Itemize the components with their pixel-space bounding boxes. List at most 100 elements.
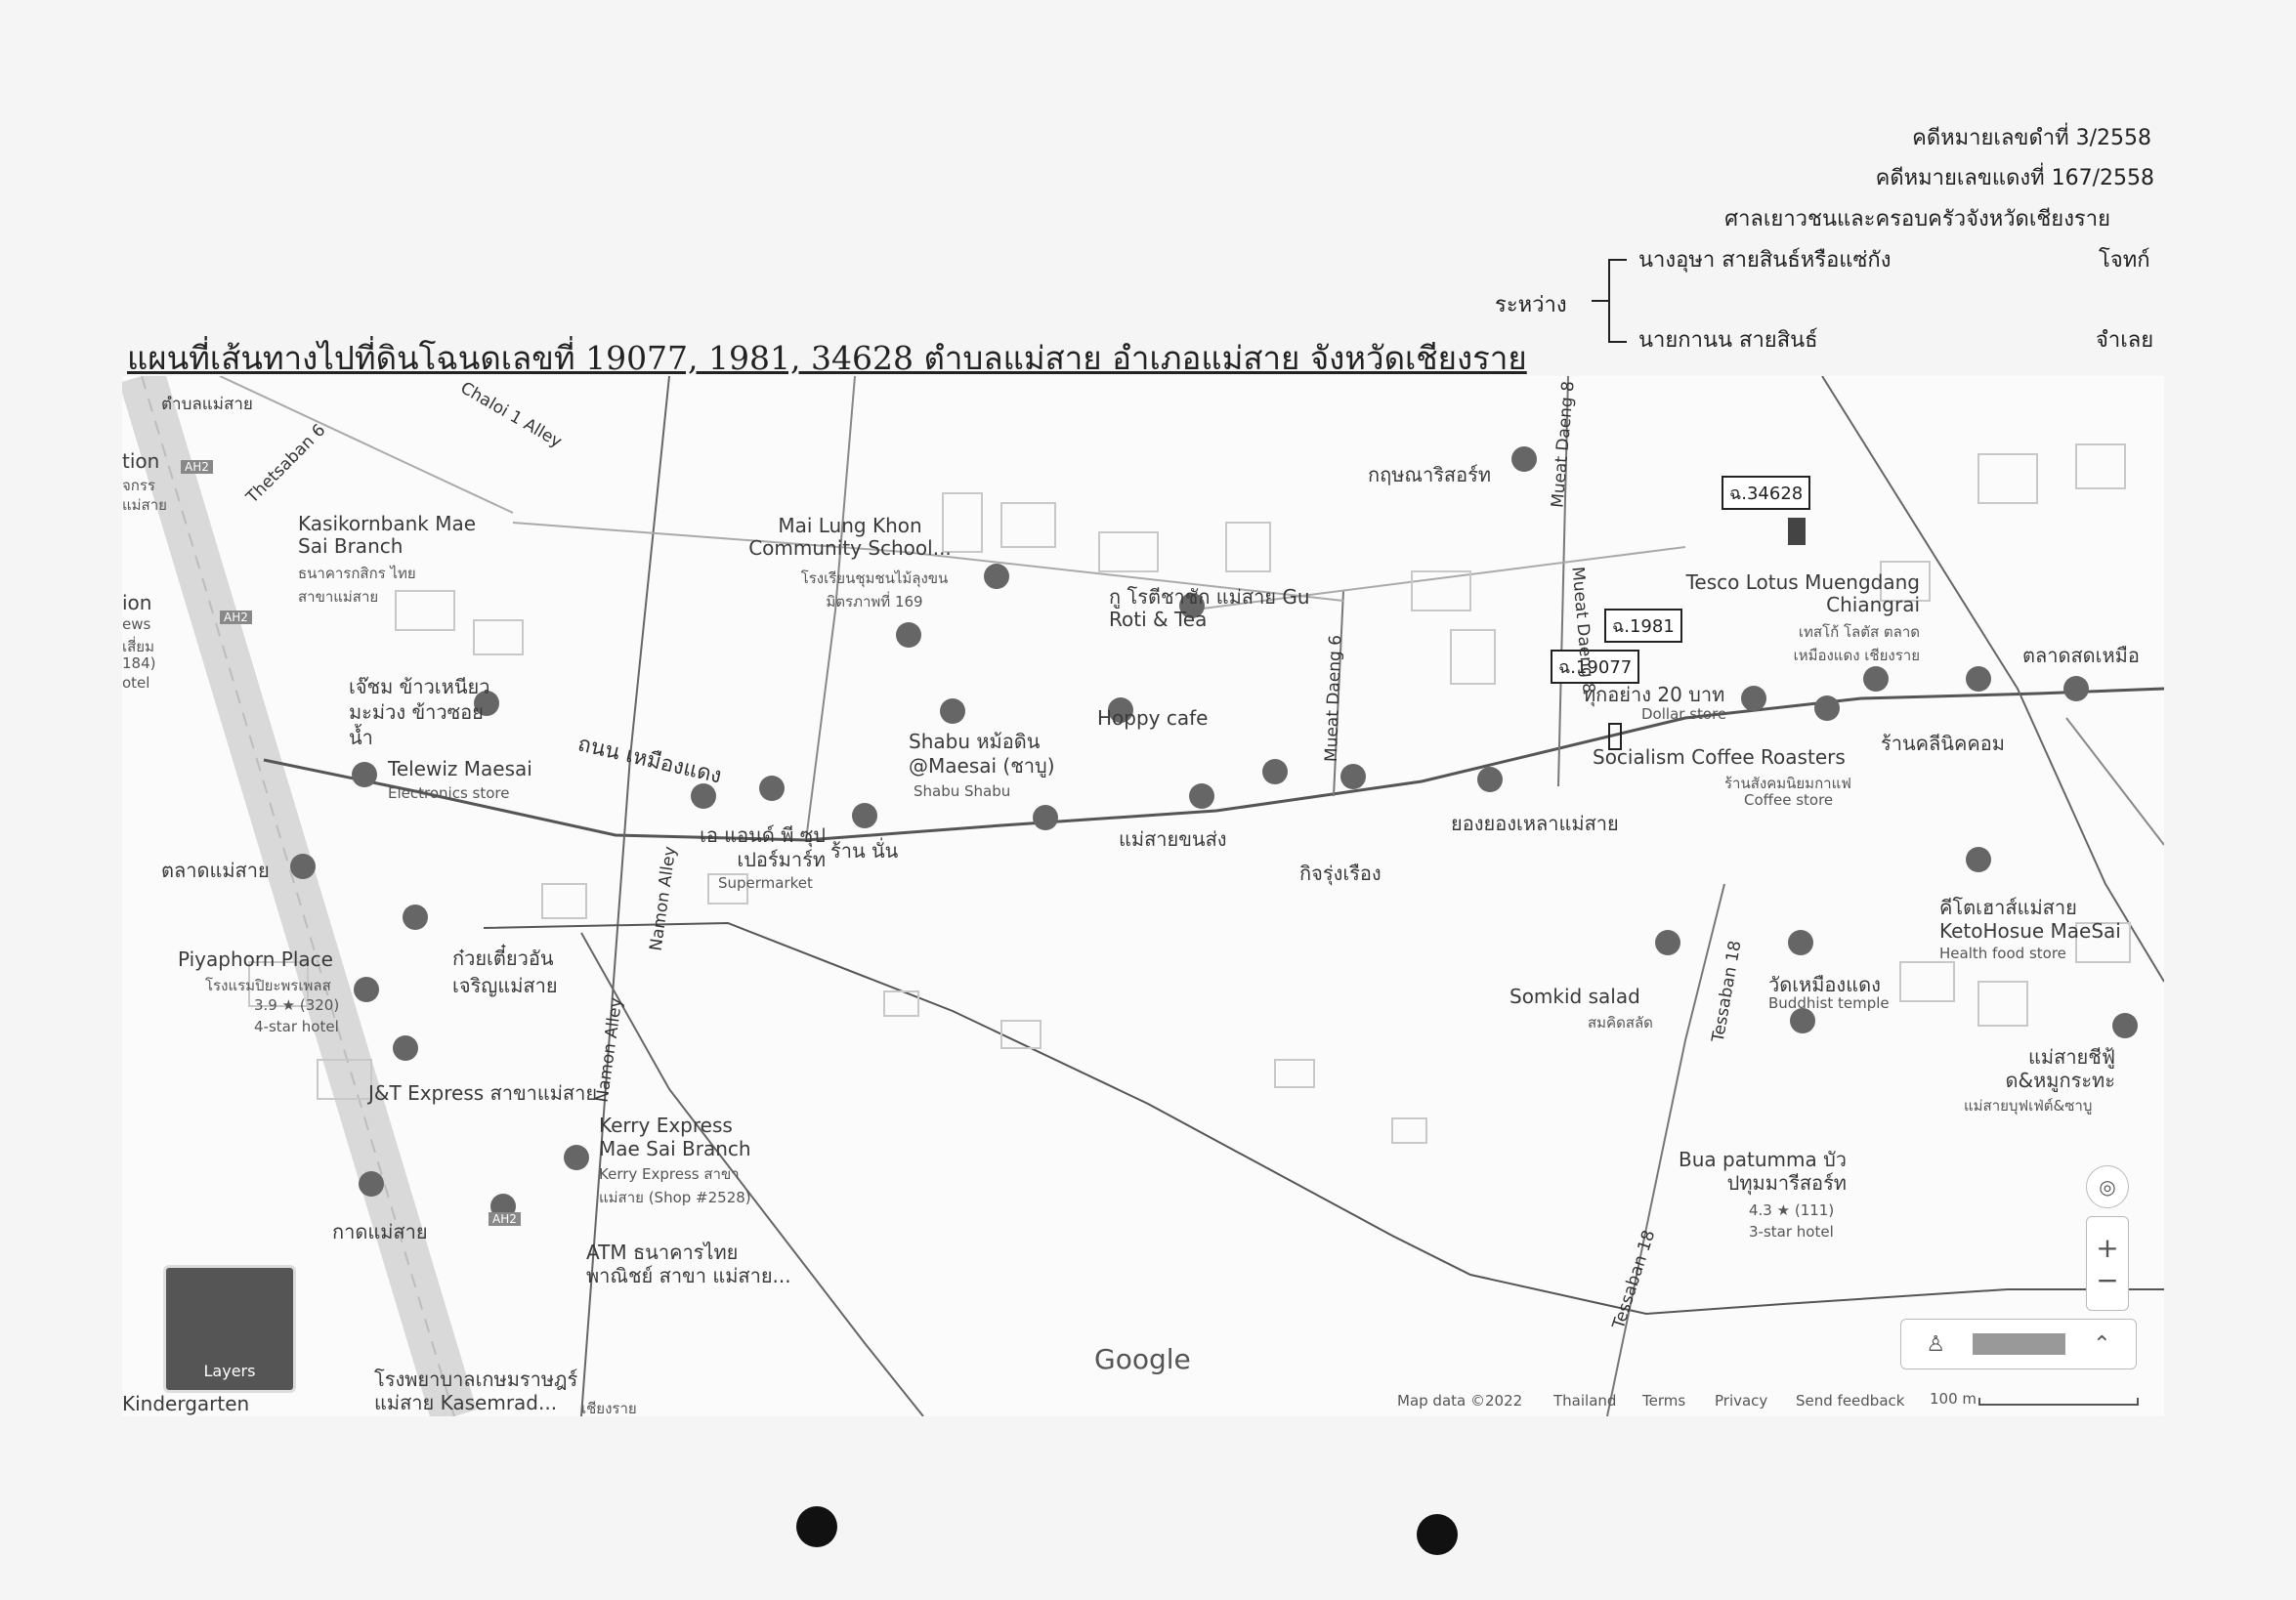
place-mai-lung-khon[interactable]: Mai Lung Khon Community School... — [748, 514, 952, 560]
street-view-bar: ♙ ⌃ — [1900, 1319, 2137, 1369]
footer-country[interactable]: Thailand — [1553, 1392, 1617, 1410]
my-location-button[interactable]: ◎ — [2086, 1165, 2129, 1208]
footer-feedback[interactable]: Send feedback — [1796, 1392, 1905, 1410]
layers-button[interactable]: Layers — [163, 1265, 296, 1393]
building-footprints — [248, 443, 2131, 1144]
between-label: ระหว่าง — [1495, 293, 1567, 317]
court-name: ศาลเยาวชนและครอบครัวจังหวัดเชียงราย — [1724, 207, 2110, 232]
parcel-label-19077: ฉ.19077 — [1551, 650, 1640, 684]
punch-hole-left — [796, 1506, 837, 1547]
plaintiff-role: โจทก์ — [2099, 248, 2150, 273]
place-piyaphorn-th: โรงแรมปิยะพรเพลส — [205, 977, 331, 994]
footer-privacy[interactable]: Privacy — [1715, 1392, 1768, 1410]
pegman-icon[interactable]: ♙ — [1926, 1331, 1946, 1357]
place-jekchom[interactable]: เจ๊ชม ข้าวเหนียว มะม่วง ข้าวซอยน้ำ — [349, 675, 490, 749]
footer-scale-label: 100 m — [1930, 1390, 1977, 1408]
place-maesai-buffet-th: แม่สายบุฟเฟ่ต์&ซาบู — [1964, 1097, 2093, 1115]
place-kasemrad-hospital[interactable]: โรงพยาบาลเกษมราษฎร์ แม่สาย Kasemrad... — [374, 1368, 578, 1414]
scale-bar — [1978, 1398, 2139, 1406]
left-fragment-7: 184) — [122, 654, 156, 672]
highway-shield-1: AH2 — [181, 460, 213, 474]
left-fragment-5: ews — [122, 615, 151, 633]
zoom-in-button[interactable]: + — [2096, 1231, 2119, 1264]
location-icon: ◎ — [2099, 1175, 2116, 1199]
place-bua-patumma[interactable]: Bua patumma บัว ปทุมมารีสอร์ท — [1679, 1148, 1847, 1195]
place-jt-express[interactable]: J&T Express สาขาแม่สาย — [368, 1081, 598, 1105]
defendant-role: จำเลย — [2096, 328, 2154, 353]
place-bua-class: 3-star hotel — [1749, 1223, 1834, 1241]
place-kat-maesai[interactable]: กาดแม่สาย — [332, 1220, 428, 1243]
place-kukrit-resort[interactable]: กฤษณาริสอร์ท — [1368, 463, 1492, 486]
tessaban-road — [1606, 883, 1725, 1416]
left-fragment-2: จกรร — [122, 477, 155, 494]
place-tesco-lotus-th: เทสโก้ โลตัส ตลาด เหมืองแดง เชียงราย — [1793, 623, 1920, 664]
place-kindergarten[interactable]: Kindergarten — [122, 1392, 250, 1415]
stream-line — [580, 932, 924, 1416]
black-case-number: คดีหมายเลขดำที่ 3/2558 — [1912, 126, 2151, 150]
place-kitcharoen[interactable]: กิจรุ่งเรือง — [1299, 862, 1382, 885]
place-shabu[interactable]: Shabu หม้อดิน @Maesai (ชาบู) — [909, 730, 1055, 778]
expand-button[interactable]: ⌃ — [2093, 1331, 2111, 1357]
place-pins — [290, 446, 2138, 1219]
place-chiangrai-cut: เชียงราย — [581, 1400, 637, 1416]
place-kleenic-com[interactable]: ร้านคลีนิคคอม — [1881, 732, 2005, 755]
place-keto-house[interactable]: คีโตเฮาส์แม่สาย KetoHosue MaeSai — [1939, 896, 2121, 943]
layers-label: Layers — [203, 1362, 256, 1380]
footer-terms[interactable]: Terms — [1642, 1392, 1686, 1410]
place-kuaytiao[interactable]: ก๋วยเตี๋ยวอัน เจริญแม่สาย — [452, 947, 558, 997]
zoom-control: + − — [2086, 1216, 2129, 1311]
imagery-thumbnails[interactable] — [1973, 1333, 2066, 1355]
place-telewiz[interactable]: Telewiz Maesai — [388, 757, 532, 780]
place-maesai-buffet[interactable]: แม่สายชีฟู้ ด&หมูกระทะ — [2005, 1045, 2115, 1092]
place-health-food: Health food store — [1939, 945, 2066, 962]
punch-hole-right — [1417, 1514, 1458, 1555]
plaintiff-name: นางอุษา สายสินธ์หรือแซ่กัง — [1638, 248, 1892, 273]
place-coffee-store: Coffee store — [1744, 791, 1834, 809]
place-talat-maesai[interactable]: ตลาดแม่สาย — [161, 859, 270, 882]
left-fragment-6: เสี่ยม — [122, 638, 154, 655]
party-bracket — [1592, 259, 1627, 343]
parcel-19077-block — [1608, 723, 1622, 750]
place-a-and-p[interactable]: เอ แอนด์ พี ซุปเปอร์มาร์ท — [700, 823, 826, 871]
place-piyaphorn-class: 4-star hotel — [254, 1018, 339, 1035]
left-fragment-4: ion — [122, 591, 152, 614]
place-supermarket: Supermarket — [718, 874, 813, 892]
footer-map-data: Map data ©2022 — [1397, 1392, 1523, 1410]
place-wat-muang-daeng[interactable]: วัดเหมืองแดง — [1768, 973, 1881, 996]
place-everything-20[interactable]: ทุกอย่าง 20 บาท — [1583, 683, 1725, 706]
map-title: แผนที่เส้นทางไปที่ดินโฉนดเลขที่ 19077, 1… — [127, 339, 1527, 377]
left-fragment-1: tion — [122, 449, 160, 473]
place-talat-sot[interactable]: ตลาดสดเหมือ — [2022, 644, 2140, 667]
left-fragment-8: otel — [122, 674, 150, 692]
place-somkid-th: สมคิดสลัด — [1588, 1014, 1653, 1032]
place-gu-roti[interactable]: กู โรตีชาชัก แม่สาย Gu Roti & Tea — [1109, 585, 1310, 631]
place-kerry-express[interactable]: Kerry Express Mae Sai Branch — [599, 1114, 751, 1160]
place-tesco-lotus[interactable]: Tesco Lotus Muengdang Chiangrai — [1685, 570, 1920, 616]
zoom-out-button[interactable]: − — [2096, 1263, 2119, 1296]
place-dollar-store: Dollar store — [1641, 705, 1727, 723]
place-socialism-th: ร้านสังคมนิยมกาแฟ — [1724, 775, 1851, 792]
place-maesai-khonsong[interactable]: แม่สายขนส่ง — [1119, 827, 1227, 851]
river-line — [483, 921, 2164, 1316]
place-somkid-salad[interactable]: Somkid salad — [1509, 985, 1640, 1008]
place-kasikornbank-th: ธนาคารกสิกร ไทย สาขาแม่สาย — [298, 565, 416, 606]
parcel-label-1981: ฉ.1981 — [1604, 609, 1682, 643]
place-bua-rating: 4.3 ★ (111) — [1749, 1201, 1835, 1219]
map-view[interactable]: ฉ.34628 ฉ.1981 ฉ.19077 ถนน เหมืองแดง The… — [122, 376, 2164, 1416]
place-ran-nan[interactable]: ร้าน นั่น — [830, 839, 899, 863]
place-atm-scb[interactable]: ATM ธนาคารไทย พาณิชย์ สาขา แม่สาย... — [586, 1241, 791, 1287]
place-piyaphorn-rating: 3.9 ★ (320) — [254, 996, 340, 1014]
place-buddhist-temple: Buddhist temple — [1768, 994, 1890, 1012]
place-hoppy-cafe[interactable]: Hoppy cafe — [1097, 706, 1209, 730]
main-road — [263, 687, 2164, 842]
defendant-name: นายกานน สายสินธ์ — [1638, 328, 1818, 353]
label-tambon: ตำบลแม่สาย — [161, 395, 253, 414]
place-yongyong[interactable]: ยองยองเหลาแม่สาย — [1451, 812, 1619, 835]
place-socialism-coffee[interactable]: Socialism Coffee Roasters — [1593, 745, 1846, 769]
place-shabu-sub: Shabu Shabu — [914, 782, 1011, 800]
map-canvas[interactable] — [122, 376, 2164, 1416]
left-fragment-3: แม่สาย — [122, 496, 167, 514]
place-piyaphorn[interactable]: Piyaphorn Place — [178, 947, 333, 971]
place-kasikornbank[interactable]: Kasikornbank Mae Sai Branch — [298, 512, 477, 558]
highway-shield-3: AH2 — [489, 1212, 521, 1226]
